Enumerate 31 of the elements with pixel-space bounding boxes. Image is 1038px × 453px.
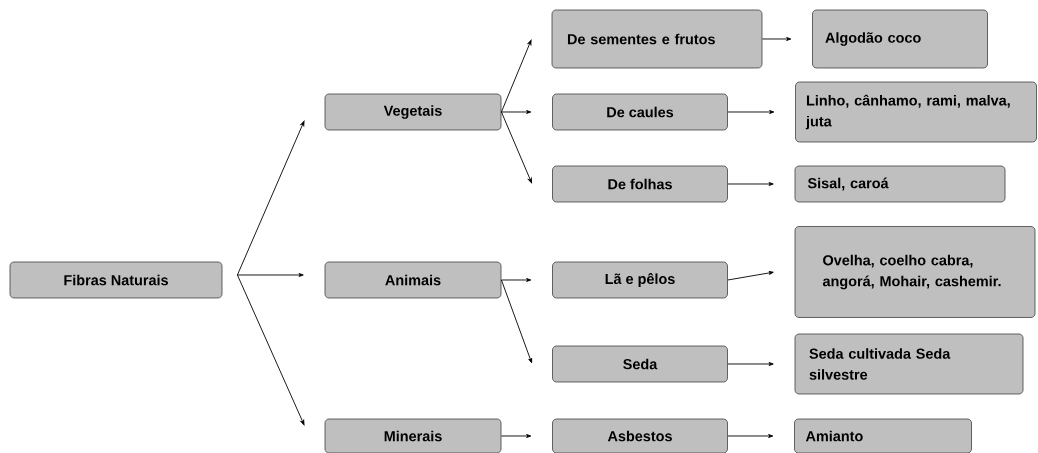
- arrow: [500, 434, 532, 438]
- category-box: Minerais: [324, 418, 502, 453]
- category-box: Amianto: [794, 418, 972, 453]
- arrow: [727, 110, 775, 114]
- category-box: De sementes e frutos: [551, 9, 763, 69]
- arrow: [500, 39, 532, 113]
- category-box: Asbestos: [552, 418, 728, 453]
- category-box: De folhas: [552, 165, 728, 203]
- arrow: [727, 362, 774, 366]
- arrow: [727, 182, 774, 186]
- category-box: De caules: [552, 93, 728, 131]
- arrow: [500, 110, 532, 114]
- arrow: [500, 279, 533, 364]
- category-box: Fibras Naturais: [9, 261, 223, 299]
- arrow: [236, 274, 305, 426]
- arrow: [727, 434, 774, 438]
- category-box: Seda cultivada Seda silvestre: [794, 333, 1024, 395]
- arrow: [236, 120, 305, 276]
- arrow: [236, 273, 304, 277]
- arrow: [761, 37, 792, 41]
- category-box: Vegetais: [324, 93, 502, 131]
- category-box: Animais: [324, 261, 502, 299]
- category-box: Seda: [552, 345, 728, 383]
- category-box: Lã e pêlos: [552, 261, 728, 299]
- category-box: Algodão coco: [812, 9, 988, 69]
- arrow: [727, 271, 774, 281]
- category-box: Linho, cânhamo, rami, malva, juta: [795, 81, 1037, 143]
- category-box: Ovelha, coelho cabra, angorá, Mohair, cashemir.: [794, 226, 1036, 318]
- arrow: [500, 111, 533, 184]
- arrow: [500, 278, 532, 282]
- category-box: Sisal, caroá: [794, 165, 1006, 203]
